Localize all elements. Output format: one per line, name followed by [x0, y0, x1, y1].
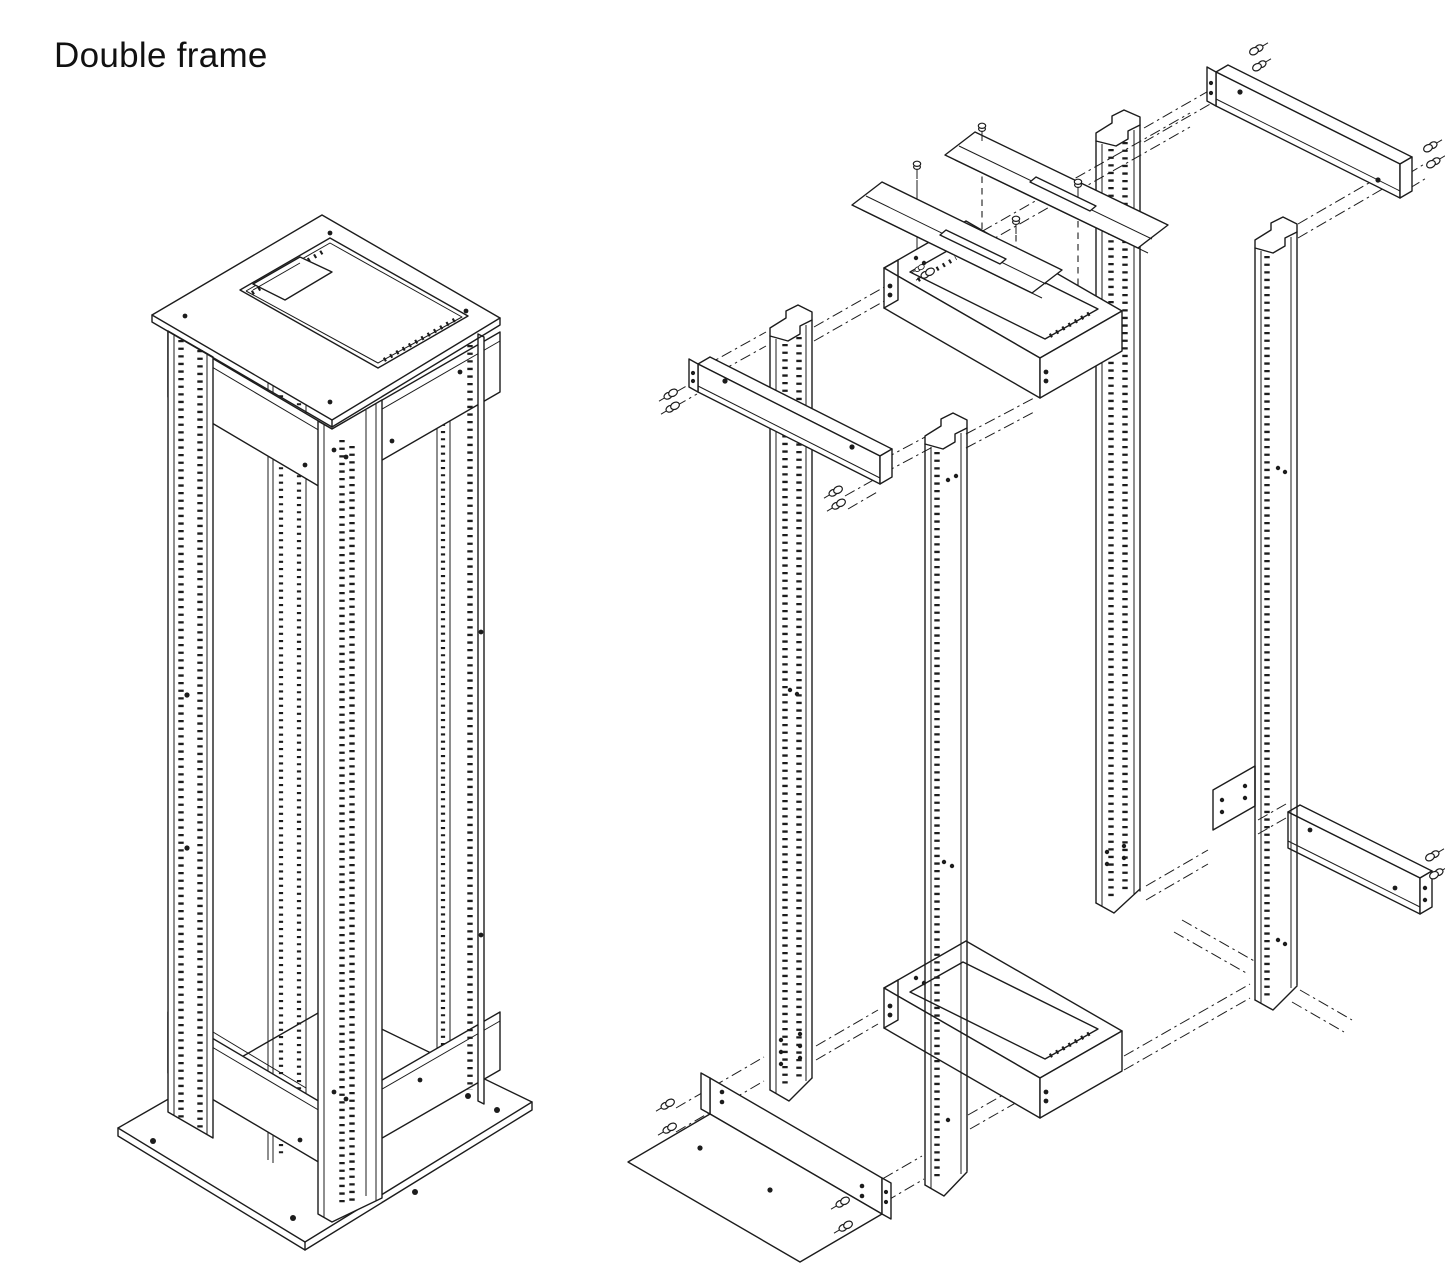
top-rear-cross-rail: [1206, 64, 1413, 199]
bottom-left-base-bracket: [627, 1072, 892, 1263]
rail-front-left: [769, 304, 813, 1102]
top-front-cross-rail: [688, 356, 893, 485]
bottom-frame-collar: [883, 940, 1123, 1119]
right-outer-edge: [467, 333, 485, 1105]
assembly-guide-lines: [675, 88, 1429, 1224]
top-frame-collar: [883, 220, 1123, 399]
rail-front-right: [1254, 216, 1298, 1011]
rail-rear-right: [1095, 109, 1141, 914]
top-cover-plates: [851, 131, 1169, 299]
bottom-right-bracket: [1212, 765, 1433, 915]
vertical-rails: [769, 109, 1298, 1197]
front-corner-post: [317, 399, 383, 1223]
front-left-post: [167, 330, 214, 1139]
assembled-frame-illustration: [117, 214, 533, 1251]
exploded-view-illustration: [627, 42, 1445, 1263]
rail-rear-left: [924, 412, 968, 1197]
top-plate: [151, 214, 501, 428]
page-title: Double frame: [54, 36, 268, 75]
